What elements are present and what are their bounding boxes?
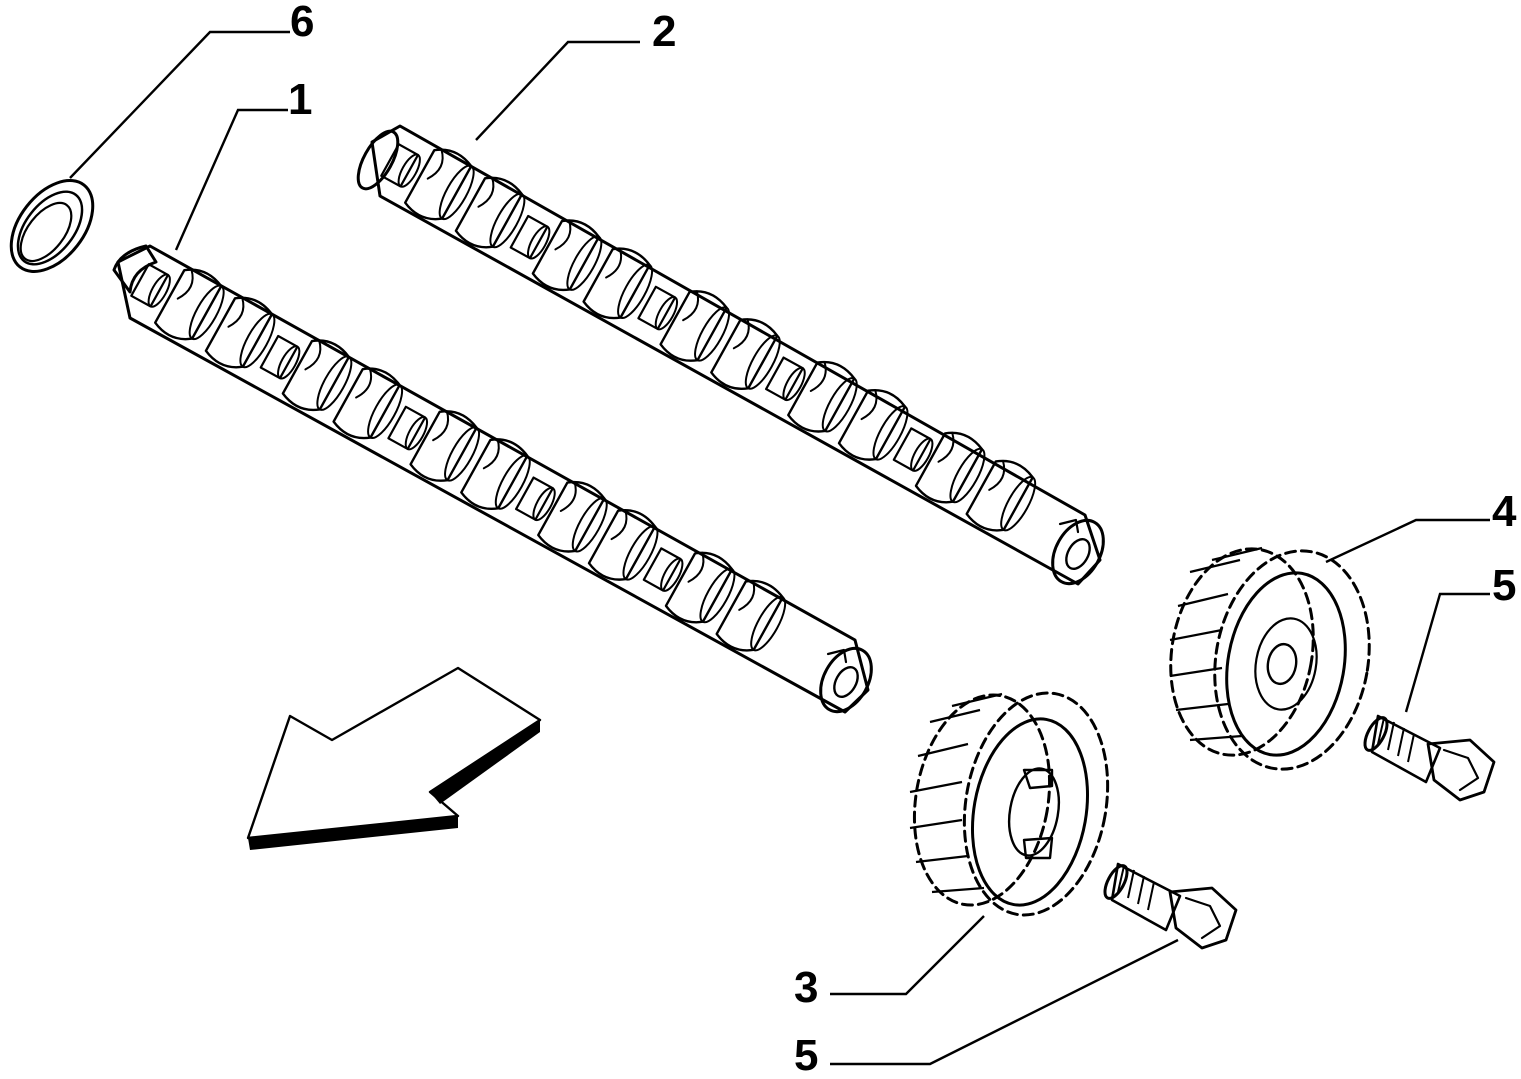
oil-seal	[9, 179, 95, 273]
gear-upper	[1169, 546, 1371, 771]
callout-4: 4	[1492, 487, 1517, 536]
direction-arrow-icon	[246, 666, 542, 850]
gear-lower	[909, 691, 1110, 917]
callout-5-upper: 5	[1492, 561, 1516, 610]
leader-3	[830, 915, 985, 996]
leader-1	[174, 108, 288, 251]
leader-4	[1325, 518, 1490, 564]
bolt-upper	[1363, 714, 1496, 802]
leader-5-upper	[1404, 592, 1490, 713]
callout-6: 6	[290, 0, 314, 46]
callout-2: 2	[652, 7, 676, 56]
leader-5-lower	[830, 938, 1179, 1066]
leader-2	[475, 40, 640, 141]
callout-1: 1	[288, 75, 312, 124]
callout-3: 3	[794, 963, 818, 1012]
camshaft-upper	[356, 124, 1105, 586]
callout-5-lower: 5	[794, 1031, 818, 1074]
camshaft-lower	[112, 244, 873, 714]
leader-lines	[69, 30, 1490, 1066]
bolt-lower	[1103, 862, 1238, 950]
leader-6	[69, 30, 290, 179]
